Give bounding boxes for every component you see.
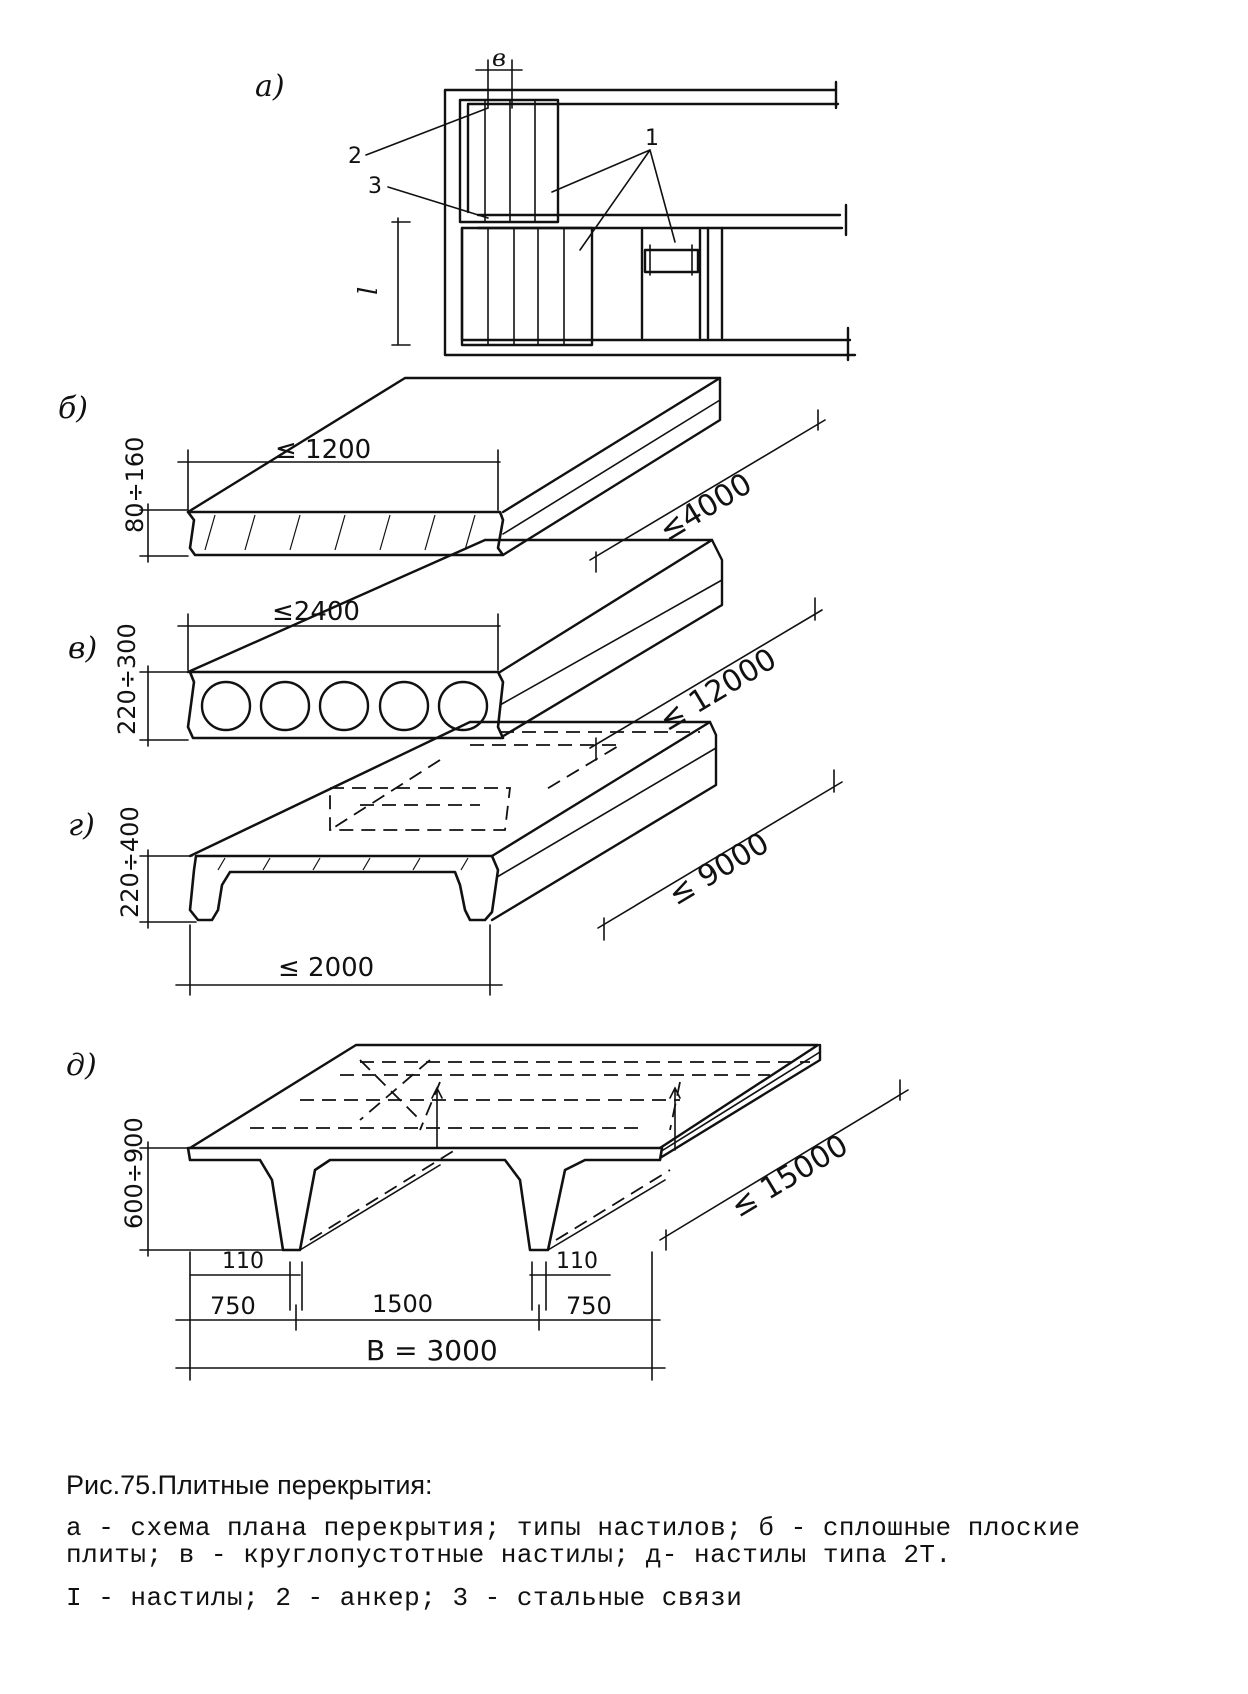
double-t-slab: д) 600÷900 ≤ 15000 110 110 750 1500 750 … bbox=[66, 1043, 909, 1381]
dim-v-height: 220÷300 bbox=[113, 623, 141, 735]
solid-slab: б) ≤ 1200 80÷160 ≤4000 bbox=[58, 376, 826, 573]
panel-label-d: д) bbox=[66, 1048, 97, 1083]
panel-label-a: а) bbox=[255, 69, 285, 104]
figure-caption: Рис.75.Плитные перекрытия: а - схема пла… bbox=[66, 1470, 1206, 1612]
plan-view: а) в l 2 3 1 bbox=[255, 44, 857, 362]
plan-span-label: l bbox=[354, 287, 384, 295]
dim-v-width: ≤2400 bbox=[272, 597, 360, 627]
dim-v-length: ≤ 12000 bbox=[653, 642, 783, 739]
void-circles bbox=[200, 680, 489, 732]
caption-line-1: а - схема плана перекрытия; типы настило… bbox=[66, 1513, 1081, 1543]
dim-b-length: ≤4000 bbox=[653, 466, 758, 548]
callout-1: 1 bbox=[645, 126, 659, 151]
dim-d-rib-left: 110 bbox=[222, 1249, 264, 1274]
caption-title: Рис.75.Плитные перекрытия: bbox=[66, 1470, 433, 1500]
dim-d-edge-left: 750 bbox=[210, 1292, 256, 1320]
callout-2: 2 bbox=[348, 144, 362, 169]
plan-width-label: в bbox=[492, 44, 506, 72]
dim-g-width: ≤ 2000 bbox=[278, 953, 374, 983]
dim-b-height: 80÷160 bbox=[121, 437, 149, 533]
dim-d-height: 600÷900 bbox=[120, 1117, 148, 1229]
dim-g-height: 220÷400 bbox=[116, 806, 144, 918]
floor-slab-drawing: а) в l 2 3 1 б) bbox=[58, 44, 909, 1381]
callout-3: 3 bbox=[368, 174, 382, 199]
dim-d-middle: 1500 bbox=[372, 1290, 433, 1318]
caption-line-2: плиты; в - круглопустотные настилы; д- н… bbox=[66, 1540, 952, 1570]
dim-d-edge-right: 750 bbox=[566, 1292, 612, 1320]
panel-label-b: б) bbox=[58, 391, 88, 426]
panel-label-v: в) bbox=[68, 631, 97, 666]
hollow-core-slab: в) ≤2400 220÷300 ≤ 12000 bbox=[68, 538, 823, 761]
ribbed-slab: г) 220÷400 ≤ 2000 ≤ 9000 bbox=[68, 720, 843, 996]
dim-d-total: B = 3000 bbox=[366, 1334, 498, 1367]
panel-label-g: г) bbox=[68, 808, 95, 843]
dim-g-length: ≤ 9000 bbox=[662, 826, 775, 913]
dim-d-rib-right: 110 bbox=[556, 1249, 598, 1274]
dim-d-length: ≤ 15000 bbox=[725, 1128, 855, 1225]
dim-b-width: ≤ 1200 bbox=[275, 435, 371, 465]
caption-line-3: I - настилы; 2 - анкер; 3 - стальные свя… bbox=[66, 1583, 743, 1613]
